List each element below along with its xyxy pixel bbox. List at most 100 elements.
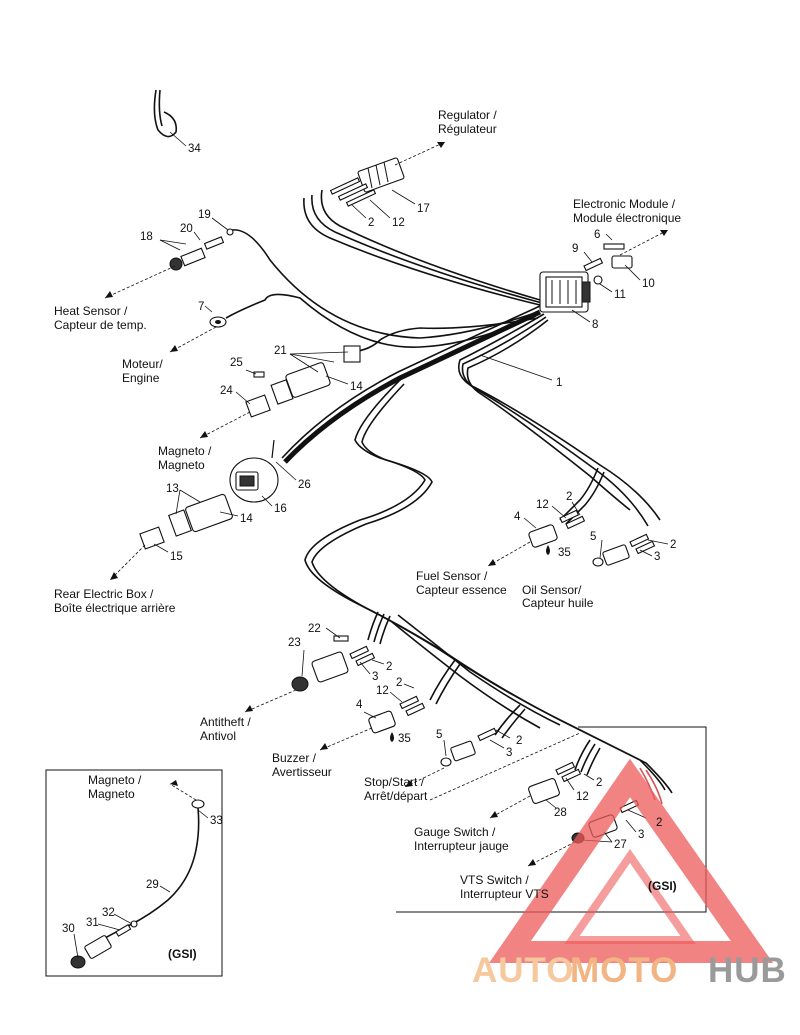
inset-gsi-parts (70, 799, 205, 969)
part-number: 3 (638, 829, 644, 841)
rear-electric-box-connector (139, 493, 233, 550)
regulator-connector (329, 157, 405, 207)
label-regulator-1: Regulator / (438, 108, 497, 122)
label-antitheft-2: Antivol (200, 729, 236, 743)
part-number: 7 (198, 301, 204, 313)
label-inset-magneto-1: Magneto / (88, 773, 142, 787)
part-number: 33 (210, 815, 223, 827)
part-number: 16 (274, 503, 287, 515)
part-number: 5 (590, 531, 596, 543)
stop-start-parts (440, 727, 498, 767)
part-number: 28 (554, 807, 567, 819)
component-labels: Regulator / Régulateur Electronic Module… (54, 108, 681, 961)
gsi-tag: (GSI) (648, 879, 677, 893)
part-number: 12 (536, 499, 549, 511)
fuel-sensor-parts (528, 509, 586, 555)
watermark-text-moto: MOTO (570, 951, 678, 990)
part-number: 2 (516, 735, 522, 747)
label-engine-2: Engine (122, 371, 160, 385)
part-number: 17 (417, 203, 430, 215)
part-number: 4 (356, 699, 363, 711)
part-number: 20 (180, 223, 193, 235)
part-number: 3 (506, 747, 512, 759)
part-number: 23 (288, 637, 301, 649)
part-number: 19 (198, 209, 211, 221)
part-number: 25 (230, 357, 243, 369)
part-number: 2 (368, 217, 374, 229)
label-magneto-2: Magneto (158, 458, 205, 472)
part-number: 1 (556, 377, 562, 389)
label-buzzer-1: Buzzer / (272, 751, 317, 765)
buzzer-parts (368, 695, 426, 742)
label-fuel-sensor-2: Capteur essence (416, 583, 507, 597)
part-number: 3 (372, 671, 378, 683)
part-number: 2 (656, 817, 662, 829)
part-number: 32 (102, 907, 115, 919)
automotohub-watermark: AUTO MOTO HUB (472, 758, 787, 990)
part-number: 12 (376, 685, 389, 697)
part-number: 22 (308, 623, 321, 635)
part-number: 15 (170, 551, 183, 563)
part-number: 35 (558, 547, 571, 559)
label-electronic-module-1: Electronic Module / (573, 197, 676, 211)
inset-magneto-box (45, 769, 223, 977)
oil-sensor-parts (592, 533, 656, 567)
part-number: 35 (398, 733, 411, 745)
label-gauge-switch-2: Interrupteur jauge (414, 839, 509, 853)
watermark-text-hub: HUB (708, 951, 787, 990)
cable-tie-34 (153, 89, 178, 138)
part-number: 12 (576, 791, 589, 803)
label-inset-magneto-2: Magneto (88, 787, 135, 801)
label-magneto-1: Magneto / (158, 444, 212, 458)
label-engine-1: Moteur/ (122, 357, 163, 371)
part-number: 6 (594, 229, 600, 241)
direction-arrows (104, 141, 669, 867)
part-numbers: 34 17 2 12 19 20 18 6 9 10 11 8 7 1 21 2… (62, 143, 676, 935)
connector-14-upper (245, 345, 361, 418)
label-heat-sensor-2: Capteur de temp. (54, 318, 147, 332)
label-stop-start-1: Stop/Start / (364, 775, 425, 789)
part-number: 18 (140, 231, 153, 243)
part-number: 31 (86, 917, 99, 929)
module-fasteners (583, 243, 633, 285)
engine-ground-terminal (209, 316, 227, 328)
part-number: 30 (62, 923, 75, 935)
magneto-connector (229, 439, 279, 503)
part-number: 5 (436, 729, 442, 741)
part-number: 13 (166, 483, 179, 495)
label-gauge-switch-1: Gauge Switch / (414, 825, 496, 839)
part-number: 4 (514, 511, 521, 523)
part-number: 26 (298, 479, 311, 491)
part-number: 12 (392, 217, 405, 229)
part-number: 11 (614, 289, 626, 301)
antitheft-parts (291, 635, 376, 692)
label-electronic-module-2: Module électronique (573, 211, 681, 225)
label-rear-electric-box-1: Rear Electric Box / (54, 587, 154, 601)
electronic-module-connector (539, 271, 591, 313)
part-number: 2 (670, 539, 676, 551)
label-stop-start-2: Arrêt/départ (364, 789, 428, 803)
part-number: 2 (566, 491, 572, 503)
part-number: 14 (350, 381, 363, 393)
label-antitheft-1: Antitheft / (200, 715, 251, 729)
part-number: 2 (396, 677, 402, 689)
label-regulator-2: Régulateur (438, 122, 497, 136)
part-number: 27 (614, 839, 627, 851)
leader-lines (73, 131, 669, 959)
gauge-switch-parts (528, 761, 582, 804)
part-number: 29 (146, 879, 159, 891)
watermark-text-auto: AUTO (472, 951, 575, 990)
part-number: 2 (596, 777, 602, 789)
label-buzzer-2: Avertisseur (272, 765, 332, 779)
part-number: 21 (274, 345, 287, 357)
label-oil-sensor-1: Oil Sensor/ (522, 583, 582, 597)
label-vts-switch-1: VTS Switch / (460, 873, 529, 887)
part-number: 14 (240, 513, 253, 525)
gsi-section-box (396, 726, 707, 913)
label-heat-sensor-1: Heat Sensor / (54, 304, 128, 318)
inset-gsi-tag: (GSI) (168, 947, 197, 961)
part-number: 3 (654, 551, 660, 563)
part-number: 9 (572, 243, 578, 255)
